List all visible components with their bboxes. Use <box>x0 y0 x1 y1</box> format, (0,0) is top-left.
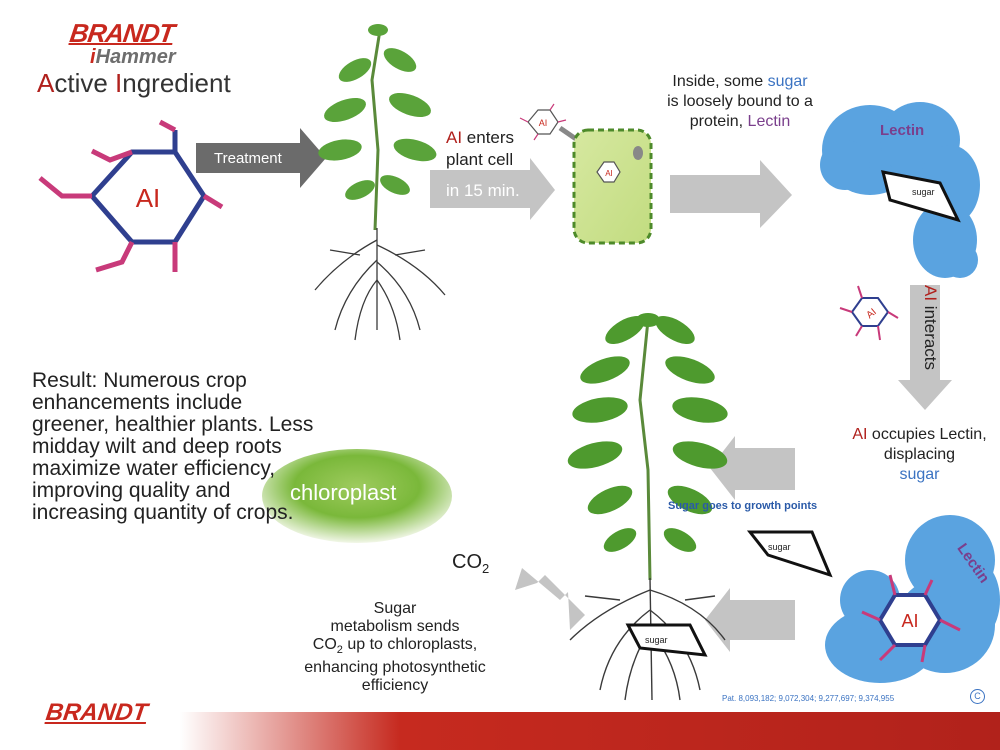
product-name: iHammer <box>90 46 176 69</box>
product-suffix: Hammer <box>95 46 176 68</box>
bound-molecule-label: AI <box>901 611 918 631</box>
plant-cell: AI <box>572 128 653 245</box>
footer-brandt-logo: BRANDT <box>44 699 150 726</box>
young-plant <box>314 24 446 341</box>
bind-arrow <box>670 160 792 228</box>
co2-arrow <box>515 560 585 630</box>
bind-text-line3: protein, <box>689 113 748 130</box>
enter-time: in 15 min. <box>446 181 520 200</box>
displace-arrow <box>710 436 795 500</box>
lectin-label-top: Lectin <box>880 122 924 139</box>
bind-text-line1: Inside, some <box>672 73 768 90</box>
title-ctive: ctive <box>54 68 116 98</box>
interact-text-rest: interacts <box>921 301 940 371</box>
result-text: Result: Numerous crop enhancements inclu… <box>32 369 314 524</box>
chloroplast-label: chloroplast <box>290 480 397 505</box>
sugar-label-free: sugar <box>768 542 791 552</box>
ai-molecule-label: AI <box>136 183 161 213</box>
co2-label: CO2 <box>452 551 489 576</box>
sugar-molecule-roots: sugar <box>625 623 708 657</box>
bind-text-sugar: sugar <box>767 73 808 90</box>
bind-text-lectin: Lectin <box>747 113 791 130</box>
interact-text-ai: AI <box>921 285 940 302</box>
treatment-arrow: Treatment <box>196 128 326 188</box>
occupy-text-line3: sugar <box>899 466 940 483</box>
interact-arrow <box>898 285 952 410</box>
roots-arrow <box>705 588 795 652</box>
enter-text-line2: plant cell <box>446 150 514 169</box>
occupy-text-ai: AI <box>852 426 868 443</box>
metabolism-line4: enhancing photosynthetic <box>304 659 486 677</box>
ai-molecule-interact: AI <box>839 285 899 341</box>
metabolism-line1: Sugar <box>373 600 417 617</box>
page-title: Active Ingredient <box>37 68 231 99</box>
bind-text: Inside, some sugar is loosely bound to a… <box>640 72 840 132</box>
metabolism-line3-co: CO <box>312 636 337 653</box>
metabolism-text: Sugar metabolism sends CO2 up to chlorop… <box>250 600 540 695</box>
occupy-text: AI occupies Lectin, displacing sugar <box>832 425 1000 485</box>
title-letter-i: I <box>115 68 123 98</box>
copyright-icon: C <box>970 689 985 704</box>
title-letter-a: A <box>37 68 55 98</box>
sugar-molecule-bound: sugar <box>880 170 961 223</box>
sugar-label-bound: sugar <box>912 187 935 197</box>
chloroplast <box>262 449 452 543</box>
metabolism-line2: metabolism sends <box>330 618 460 635</box>
small-molecule-label: AI <box>539 118 548 128</box>
sugar-molecule-free: sugar <box>746 530 833 578</box>
title-ngredient: ngredient <box>122 68 231 98</box>
lectin-protein <box>820 102 980 278</box>
growth-points-label: Sugar goes to growth points <box>668 500 818 512</box>
co2-sub: 2 <box>482 561 490 576</box>
enter-arrow <box>430 158 555 220</box>
treatment-arrow-label: Treatment <box>214 150 283 167</box>
enter-text: AI enters plant cell <box>446 127 514 171</box>
footer-bar <box>0 712 1000 750</box>
metabolism-line3-rest: up to chloroplasts, <box>342 636 478 653</box>
occupy-text-line2: displacing <box>883 446 956 463</box>
occupy-text-line1: occupies Lectin, <box>867 426 987 443</box>
product-prefix: i <box>90 46 96 68</box>
metabolism-line5: efficiency <box>361 677 429 695</box>
cell-molecule-label: AI <box>605 169 613 178</box>
metabolism-line3-sub: 2 <box>336 644 343 657</box>
co2-main: CO <box>452 551 482 573</box>
interact-text: AI interacts <box>912 285 940 400</box>
bind-text-line2: is loosely bound to a <box>667 93 813 110</box>
enter-text-line1: enters <box>462 128 515 147</box>
patent-text: Pat. 8,093,182; 9,072,304; 9,277,697; 9,… <box>722 694 895 703</box>
enter-text-ai: AI <box>446 128 463 147</box>
sugar-label-roots: sugar <box>645 635 668 645</box>
ai-molecule-large: AI <box>38 119 224 273</box>
ai-molecule-bound: AI <box>861 574 961 663</box>
